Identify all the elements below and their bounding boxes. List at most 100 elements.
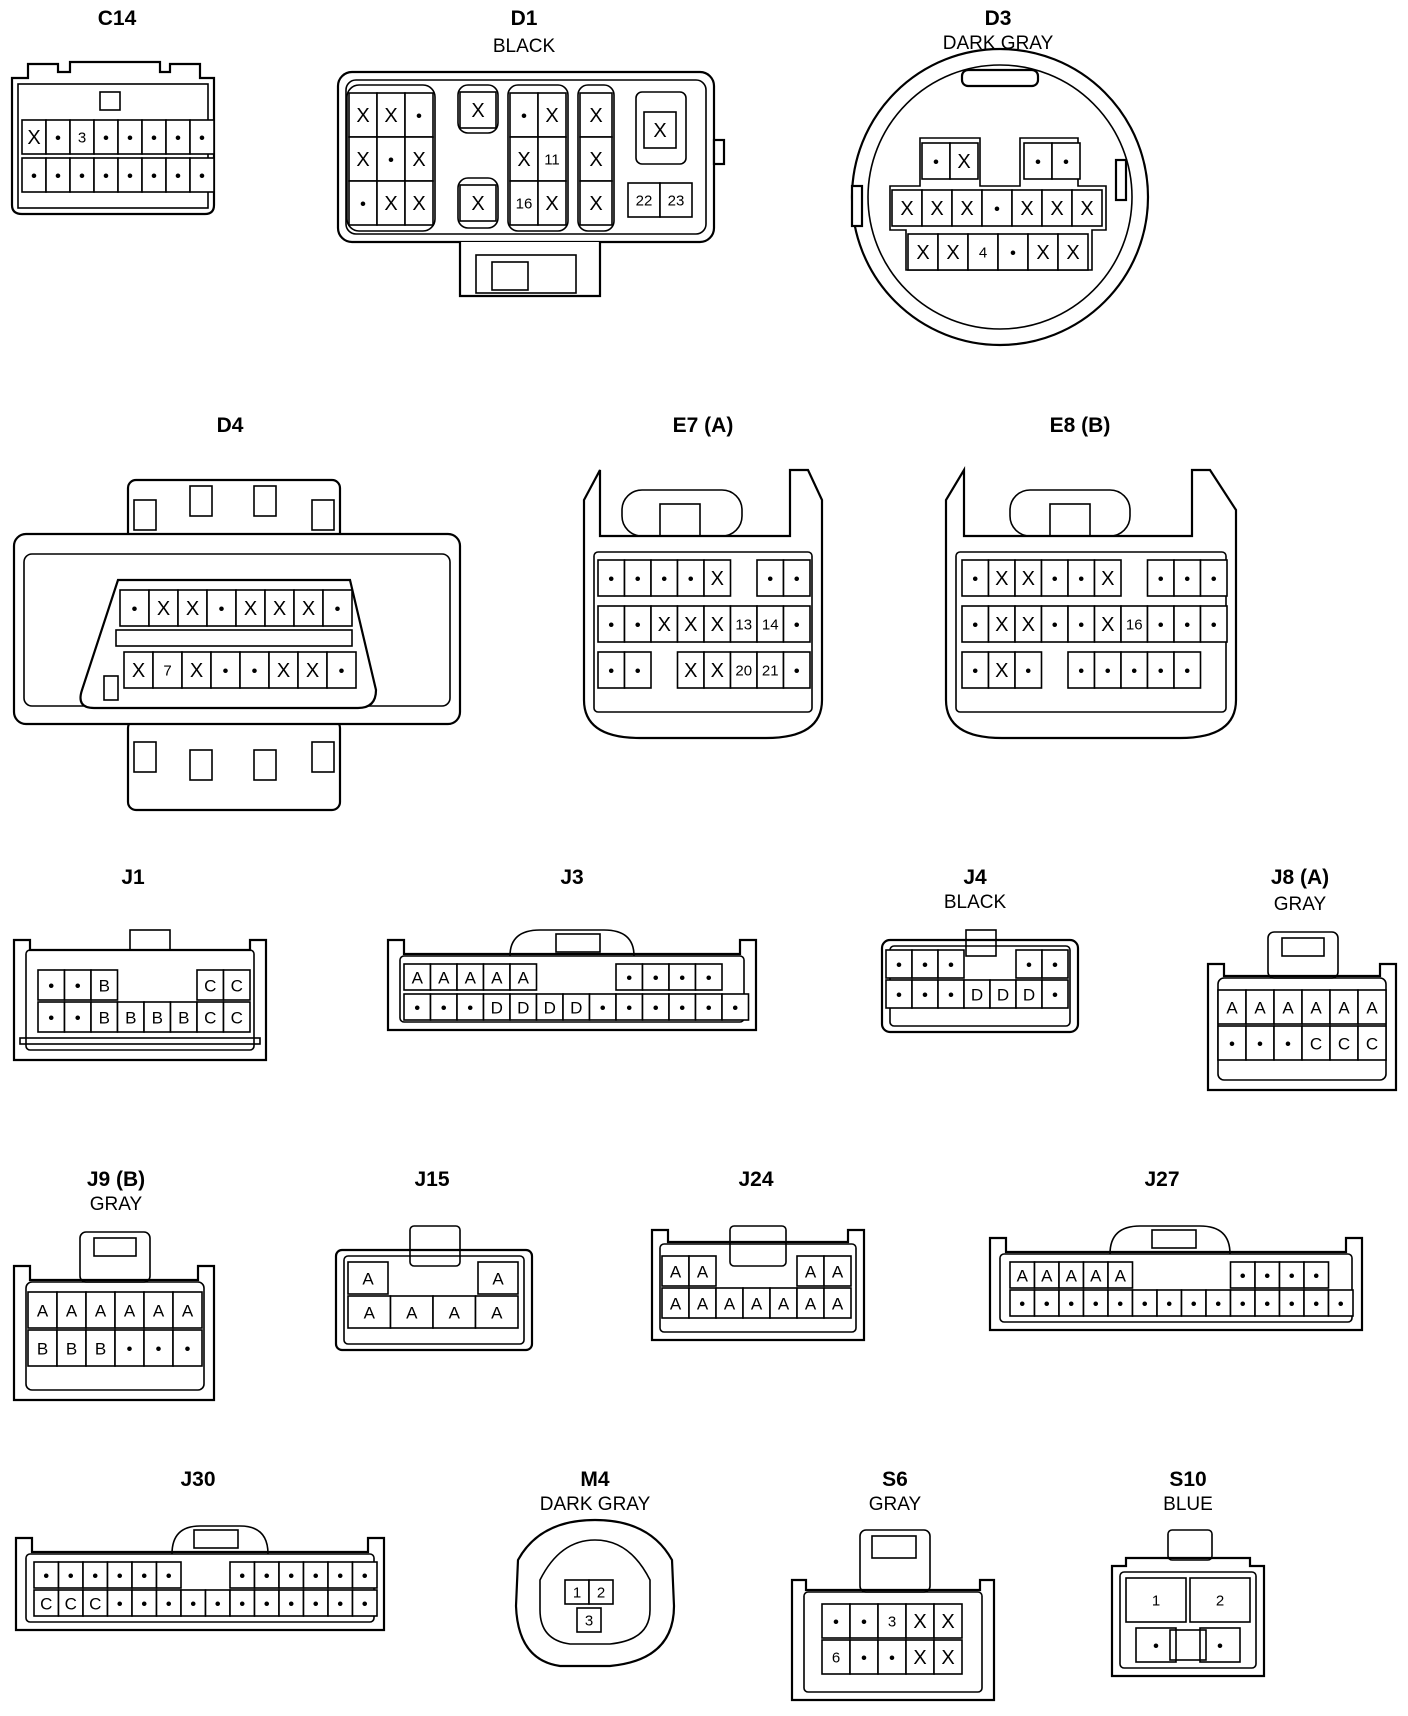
pin-label: A xyxy=(465,969,477,988)
pin-label: A xyxy=(66,1302,78,1321)
pin-label: A xyxy=(805,1263,817,1282)
pin-label: • xyxy=(706,969,712,988)
pin-label: • xyxy=(1240,1267,1246,1286)
pin-label: • xyxy=(362,1595,368,1614)
pin-label: X xyxy=(190,660,203,682)
pin-label: • xyxy=(706,999,712,1018)
pin-label: C xyxy=(1338,1035,1350,1054)
pin-label: • xyxy=(1338,1295,1344,1314)
pin-label: X xyxy=(1080,198,1093,220)
pin-label: X xyxy=(306,660,319,682)
pin-label: • xyxy=(175,129,181,148)
pin-label: D xyxy=(997,986,1009,1005)
pin-label: C xyxy=(231,977,243,996)
pin-label: X xyxy=(412,149,425,171)
pin-label: • xyxy=(1010,244,1016,263)
j27-connector-name: J27 xyxy=(1144,1168,1179,1191)
pin-label: • xyxy=(132,600,138,619)
e7-connector-name: E7 (A) xyxy=(673,414,734,437)
pin-label: • xyxy=(223,662,229,681)
pin-label: X xyxy=(941,1647,954,1669)
pin-label: X xyxy=(916,242,929,264)
pin-label: • xyxy=(972,616,978,635)
pin-label: C xyxy=(1310,1035,1322,1054)
pin-label: • xyxy=(653,999,659,1018)
pin-label: • xyxy=(1025,662,1031,681)
pin-label: • xyxy=(337,1595,343,1614)
pin-label: A xyxy=(1338,999,1350,1018)
j30-connector-name: J30 xyxy=(180,1468,215,1491)
pin-label: A xyxy=(724,1295,736,1314)
pin-label: A xyxy=(406,1304,418,1323)
pin-label: • xyxy=(185,1340,191,1359)
pin-label: • xyxy=(1078,662,1084,681)
pin-label: • xyxy=(1217,1637,1223,1656)
pin-label: • xyxy=(1240,1295,1246,1314)
pin-label: • xyxy=(600,999,606,1018)
pin-label: X xyxy=(653,120,666,142)
j1-connector-name: J1 xyxy=(121,866,145,889)
pin-label: A xyxy=(1115,1267,1127,1286)
pin-label: C xyxy=(40,1595,52,1614)
pin-label: X xyxy=(1066,242,1079,264)
pin-label: • xyxy=(75,1009,81,1028)
pin-label: • xyxy=(337,1567,343,1586)
m4-connector-name: M4 xyxy=(580,1468,609,1491)
pin-label: A xyxy=(491,1304,503,1323)
pin-label: • xyxy=(199,129,205,148)
pin-label: • xyxy=(55,129,61,148)
pin-label: A xyxy=(1310,999,1322,1018)
pin-label: • xyxy=(117,1595,123,1614)
j4-connector-color: BLACK xyxy=(944,892,1007,913)
pin-label: A xyxy=(1226,999,1238,1018)
pin-label: • xyxy=(190,1595,196,1614)
pin-label: • xyxy=(1166,1295,1172,1314)
pin-label: B xyxy=(66,1340,77,1359)
pin-label: A xyxy=(1041,1267,1053,1286)
pin-label: X xyxy=(589,105,602,127)
pin-label: X xyxy=(913,1611,926,1633)
pin-label: • xyxy=(679,999,685,1018)
pin-label: X xyxy=(545,193,558,215)
pin-label: X xyxy=(277,660,290,682)
pin-label: • xyxy=(972,570,978,589)
pin-label: X xyxy=(384,193,397,215)
pin-label: • xyxy=(1289,1295,1295,1314)
pin-label: • xyxy=(972,662,978,681)
pin-label: X xyxy=(995,568,1008,590)
pin-label: A xyxy=(412,969,424,988)
pin-label: A xyxy=(364,1304,376,1323)
pin-label: A xyxy=(518,969,530,988)
pin-label: A xyxy=(492,1270,504,1289)
pin-label: 1 xyxy=(1152,1593,1160,1610)
pin-label: • xyxy=(1093,1295,1099,1314)
pin-label: • xyxy=(313,1567,319,1586)
pin-label: • xyxy=(635,616,641,635)
pin-label: D xyxy=(570,999,582,1018)
pin-label: • xyxy=(889,1649,895,1668)
pin-label: B xyxy=(95,1340,106,1359)
pin-label: • xyxy=(166,1595,172,1614)
pin-label: C xyxy=(65,1595,77,1614)
pin-label: X xyxy=(1022,614,1035,636)
j24-connector-name: J24 xyxy=(738,1168,773,1191)
pin-label: C xyxy=(1366,1035,1378,1054)
pin-label: C xyxy=(89,1595,101,1614)
pin-label: C xyxy=(231,1009,243,1028)
j4-connector-name: J4 xyxy=(963,866,987,889)
pin-label: • xyxy=(653,969,659,988)
pin-label: • xyxy=(1044,1295,1050,1314)
pin-label: X xyxy=(356,105,369,127)
pin-label: X xyxy=(658,614,671,636)
pin-label: • xyxy=(1285,1035,1291,1054)
pin-label: A xyxy=(832,1295,844,1314)
pin-label: D xyxy=(491,999,503,1018)
pin-label: • xyxy=(313,1595,319,1614)
pin-label: X xyxy=(517,149,530,171)
